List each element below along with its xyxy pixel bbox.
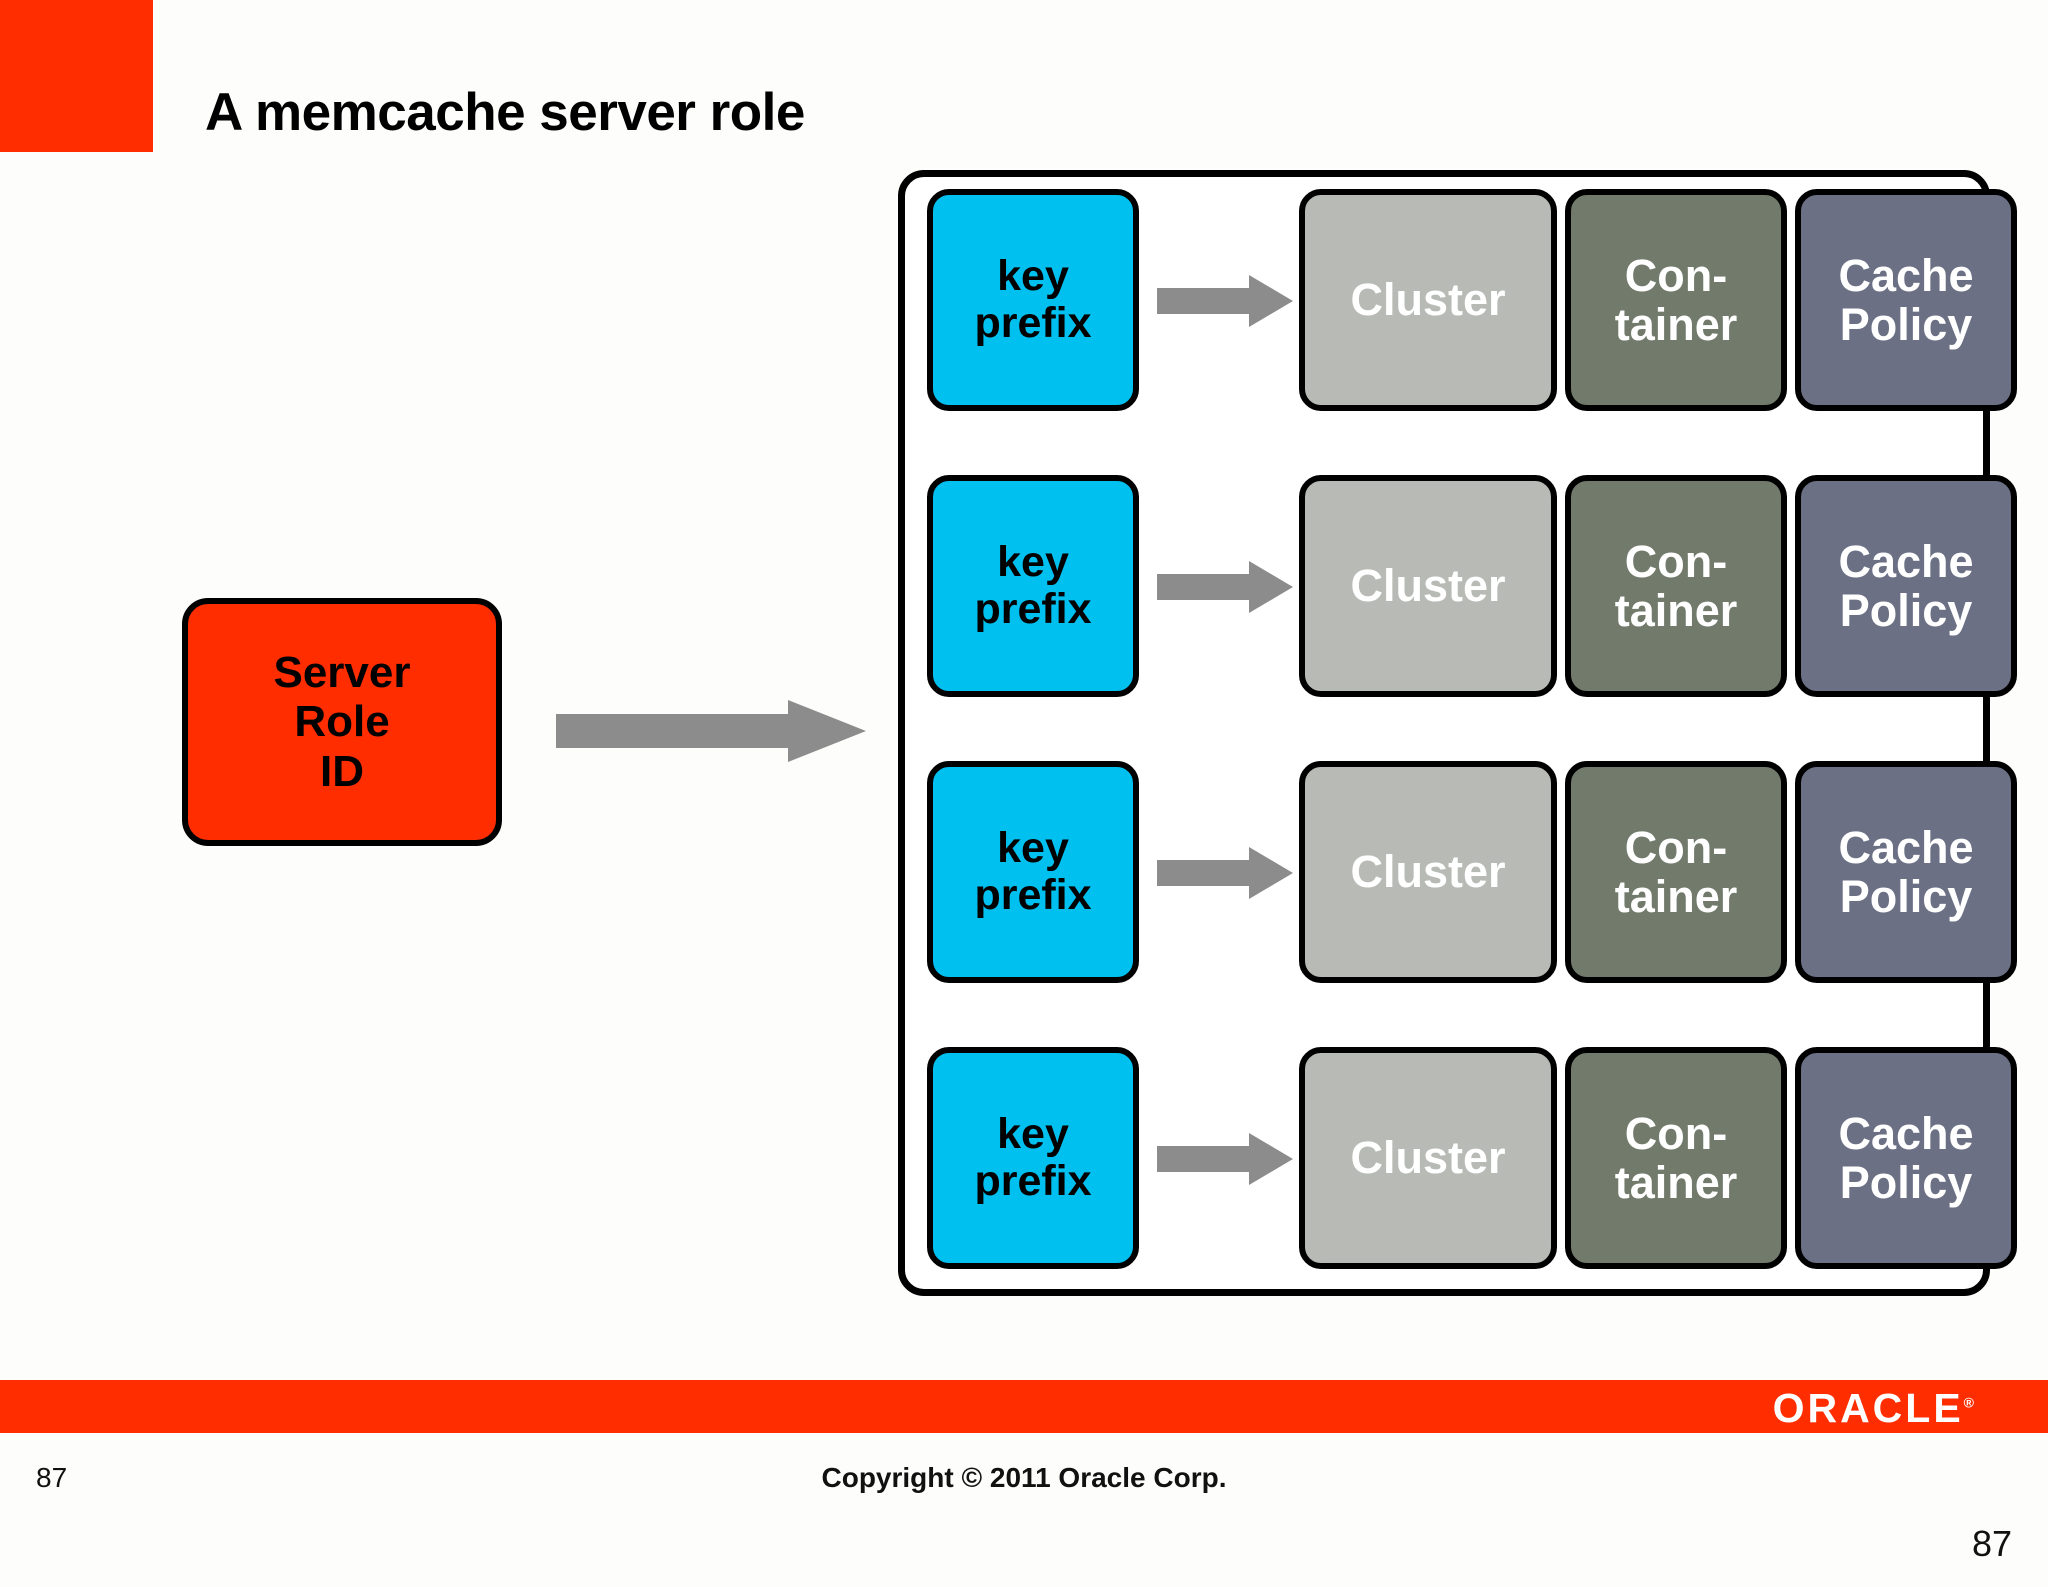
row-arrow-icon bbox=[1157, 847, 1293, 899]
oracle-logo-text: ORACLE bbox=[1772, 1385, 1964, 1431]
server-role-container: key prefix Cluster Con- tainer Cache Pol… bbox=[898, 170, 2017, 1296]
key-prefix-line-1: key bbox=[997, 1109, 1069, 1158]
row-arrow-icon bbox=[1157, 275, 1293, 327]
key-prefix-box: key prefix bbox=[927, 475, 1139, 697]
cache-policy-line-2: Policy bbox=[1839, 871, 1973, 922]
cache-policy-line-1: Cache bbox=[1838, 535, 1974, 587]
role-row: key prefix Cluster Con- tainer Cache Pol… bbox=[919, 761, 2017, 983]
container-line-2: tainer bbox=[1614, 1157, 1738, 1208]
cache-policy-line-1: Cache bbox=[1838, 249, 1974, 301]
cache-policy-box: Cache Policy bbox=[1795, 475, 2017, 697]
server-role-line-1: Server bbox=[273, 648, 411, 698]
page-number-right: 87 bbox=[1971, 1523, 2012, 1564]
container-line-1: Con- bbox=[1624, 535, 1728, 587]
cache-policy-line-2: Policy bbox=[1839, 1157, 1973, 1208]
key-prefix-line-2: prefix bbox=[974, 1157, 1092, 1205]
row-arrow-icon bbox=[1157, 561, 1293, 613]
oracle-logo: ORACLE® bbox=[1773, 1385, 1974, 1432]
cache-policy-box: Cache Policy bbox=[1795, 1047, 2017, 1269]
cache-policy-line-2: Policy bbox=[1839, 299, 1973, 350]
server-role-line-3: ID bbox=[320, 746, 364, 796]
cache-policy-box: Cache Policy bbox=[1795, 189, 2017, 411]
container-box: Con- tainer bbox=[1565, 761, 1787, 983]
key-prefix-line-1: key bbox=[997, 537, 1069, 586]
key-prefix-box: key prefix bbox=[927, 189, 1139, 411]
key-prefix-line-2: prefix bbox=[974, 871, 1092, 919]
cluster-box: Cluster bbox=[1299, 475, 1557, 697]
title-accent-block bbox=[0, 0, 153, 152]
container-line-1: Con- bbox=[1624, 1107, 1728, 1159]
container-box: Con- tainer bbox=[1565, 475, 1787, 697]
server-role-line-2: Role bbox=[294, 697, 390, 747]
server-role-id-node: Server Role ID bbox=[182, 598, 502, 846]
container-line-2: tainer bbox=[1614, 585, 1738, 636]
role-row: key prefix Cluster Con- tainer Cache Pol… bbox=[919, 189, 2017, 411]
copyright-notice: Copyright © 2011 Oracle Corp. bbox=[821, 1462, 1227, 1493]
page-title: A memcache server role bbox=[205, 83, 805, 142]
cluster-label: Cluster bbox=[1350, 274, 1506, 326]
cluster-label: Cluster bbox=[1350, 1132, 1506, 1184]
cache-policy-line-1: Cache bbox=[1838, 821, 1974, 873]
container-line-1: Con- bbox=[1624, 249, 1728, 301]
role-row: key prefix Cluster Con- tainer Cache Pol… bbox=[919, 475, 2017, 697]
cache-policy-box: Cache Policy bbox=[1795, 761, 2017, 983]
role-row: key prefix Cluster Con- tainer Cache Pol… bbox=[919, 1047, 2017, 1269]
container-line-1: Con- bbox=[1624, 821, 1728, 873]
cluster-box: Cluster bbox=[1299, 1047, 1557, 1269]
row-arrow-icon bbox=[1157, 1133, 1293, 1185]
key-prefix-box: key prefix bbox=[927, 1047, 1139, 1269]
cluster-label: Cluster bbox=[1350, 846, 1506, 898]
footer-bar bbox=[0, 1380, 2048, 1433]
container-line-2: tainer bbox=[1614, 871, 1738, 922]
container-box: Con- tainer bbox=[1565, 1047, 1787, 1269]
page-number-left: 87 bbox=[36, 1462, 68, 1493]
cache-policy-line-2: Policy bbox=[1839, 585, 1973, 636]
oracle-logo-trademark: ® bbox=[1963, 1394, 1974, 1411]
cluster-box: Cluster bbox=[1299, 189, 1557, 411]
key-prefix-line-1: key bbox=[997, 251, 1069, 300]
key-prefix-line-2: prefix bbox=[974, 585, 1092, 633]
cluster-label: Cluster bbox=[1350, 560, 1506, 612]
container-line-2: tainer bbox=[1614, 299, 1738, 350]
cache-policy-line-1: Cache bbox=[1838, 1107, 1974, 1159]
key-prefix-line-2: prefix bbox=[974, 299, 1092, 347]
container-box: Con- tainer bbox=[1565, 189, 1787, 411]
key-prefix-box: key prefix bbox=[927, 761, 1139, 983]
flow-arrow-icon bbox=[556, 700, 866, 762]
key-prefix-line-1: key bbox=[997, 823, 1069, 872]
cluster-box: Cluster bbox=[1299, 761, 1557, 983]
